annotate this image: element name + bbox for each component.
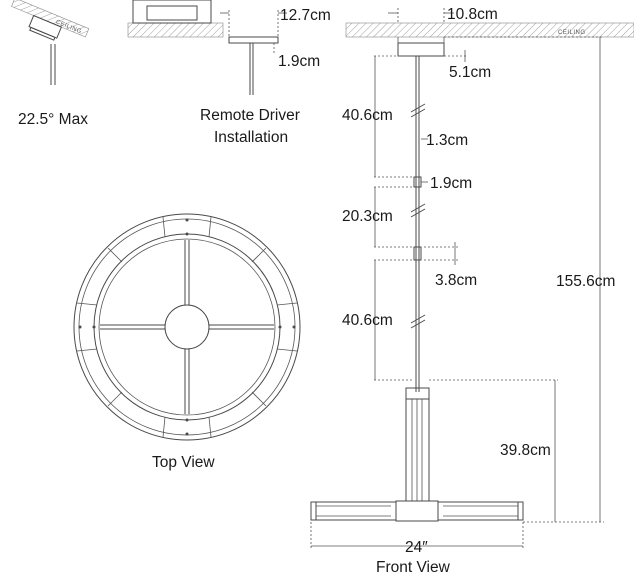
canopy-width-dim: 10.8cm — [447, 6, 498, 23]
front-view-drawing: CEILING — [310, 8, 634, 550]
ceiling-label: CEILING — [558, 30, 586, 36]
front-view-title: Front View — [376, 559, 451, 576]
ceiling-hatch — [345, 22, 634, 38]
top-view-drawing — [73, 213, 301, 441]
rod-2-dim: 20.3cm — [342, 208, 393, 225]
body-hub — [395, 500, 439, 522]
canopy-height-dim: 5.1cm — [449, 64, 491, 81]
rod-diameter-dim: 1.3cm — [426, 132, 468, 149]
arm-right — [437, 501, 524, 521]
sloped-canopy-base — [29, 26, 56, 41]
driver-title-line1: Remote Driver — [200, 107, 300, 124]
canopy — [397, 42, 445, 57]
driver-canopy-plate — [228, 36, 279, 44]
rod-1-dim: 40.6cm — [342, 107, 393, 124]
overall-height-dim: 155.6cm — [556, 273, 615, 290]
driver-unit — [146, 5, 198, 21]
fixture-height-dim: 39.8cm — [500, 442, 551, 459]
driver-box — [132, 0, 212, 24]
coupler-dim: 1.9cm — [430, 175, 472, 192]
arm-left — [310, 501, 397, 521]
coupler-2-dim: 3.8cm — [435, 272, 477, 289]
rod-3-dim: 40.6cm — [342, 312, 393, 329]
driver-ceiling-hatch — [127, 22, 224, 38]
body-top — [405, 387, 430, 400]
fixture-width-dim: 24″ — [405, 539, 428, 556]
coupler-1 — [413, 176, 422, 188]
sloped-ceiling-view: CEILING — [11, 0, 90, 85]
driver-width-dim: 12.7cm — [280, 7, 331, 24]
coupler-2 — [413, 246, 422, 261]
remote-driver-view — [127, 0, 287, 95]
driver-height-dim: 1.9cm — [278, 53, 320, 70]
angle-label: 22.5° Max — [18, 111, 88, 128]
driver-title-line2: Installation — [214, 129, 288, 146]
top-view-title: Top View — [152, 454, 215, 471]
body-column — [405, 398, 430, 502]
